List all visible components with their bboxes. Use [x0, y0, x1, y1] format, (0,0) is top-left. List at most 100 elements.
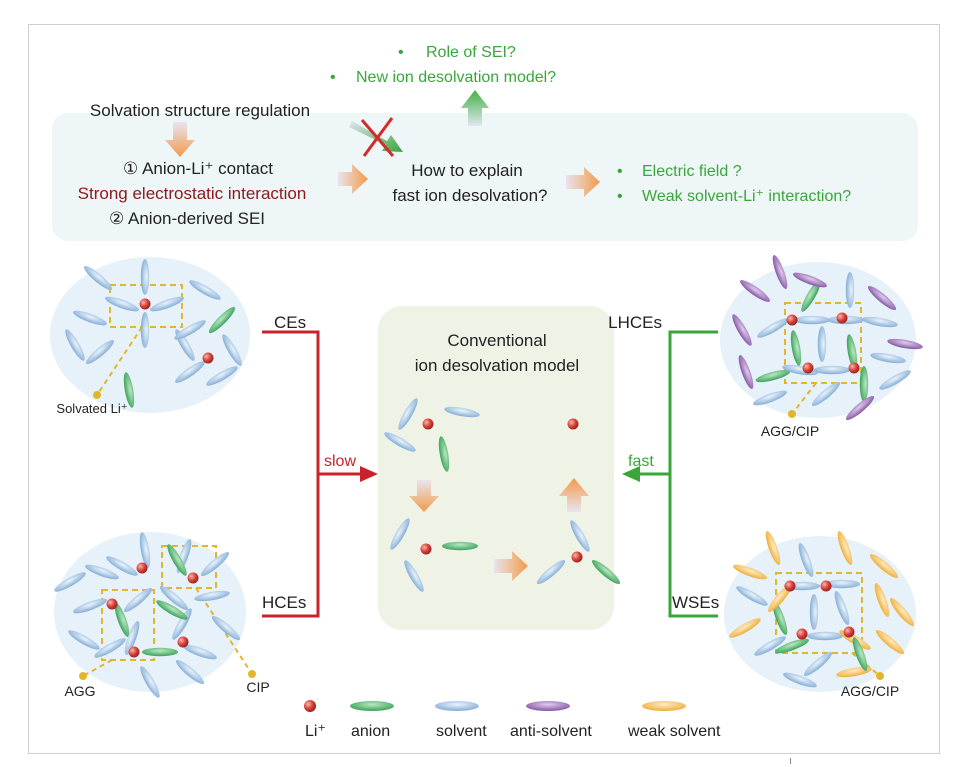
anion-molecule [790, 330, 802, 366]
weak-solvent-molecule [729, 618, 761, 638]
bubble-ces [50, 257, 250, 413]
li-ion [843, 626, 855, 638]
right-arrow-1 [338, 164, 368, 194]
weak-solvent-molecule [836, 666, 872, 678]
down-arrow-regulation [165, 122, 195, 157]
solvent-molecule [206, 366, 238, 386]
weak-solvent-molecule [874, 583, 890, 617]
weak-solvent-molecule [837, 531, 853, 565]
label-cip: CIP [246, 679, 269, 695]
label-fast: fast [628, 453, 654, 470]
solvent-molecule [106, 556, 138, 576]
legend: Li⁺ anion solvent anti-solvent weak solv… [305, 723, 721, 740]
strong-interaction-text: Strong electrostatic interaction [78, 184, 307, 203]
solvent-molecule [783, 672, 817, 688]
solvent-molecule [814, 365, 850, 375]
hypothesis-electric-field: Electric field ? [642, 163, 742, 180]
weak-solvent-molecule [733, 564, 767, 580]
li-ion [422, 418, 434, 430]
solvent-molecule [54, 572, 86, 592]
anion-molecule [846, 334, 858, 370]
solvent-molecule [794, 315, 830, 325]
li-ion [128, 646, 140, 658]
li-ion [571, 551, 583, 563]
explain-line-1: How to explain [411, 161, 523, 180]
anion-molecule [438, 436, 450, 472]
explain-line-2: fast ion desolvation? [393, 186, 548, 205]
label-agg-cip-top: AGG/CIP [761, 423, 819, 439]
antisolvent-molecule [793, 272, 827, 288]
top-panel [52, 113, 918, 241]
model-box [378, 306, 614, 630]
question-role-sei: Role of SEI? [426, 44, 516, 61]
li-ion [786, 314, 798, 326]
solvent-molecule [736, 586, 768, 606]
li-ion [567, 418, 579, 430]
hypothesis-weak-interaction: Weak solvent-Li⁺ interaction? [642, 188, 851, 205]
li-ion [136, 562, 148, 574]
solvent-molecule [879, 370, 911, 390]
cross-line-2 [362, 117, 394, 157]
figure-frame [28, 24, 940, 754]
solvent-molecule [536, 559, 566, 585]
anion-molecule [123, 372, 135, 408]
top-questions: • Role of SEI? • New ion desolvation mod… [330, 44, 556, 86]
solvent-molecule [150, 296, 184, 312]
antisolvent-molecule [738, 355, 754, 389]
anion-molecule [755, 369, 791, 383]
solvent-molecule [811, 381, 841, 407]
bullet-2: • [330, 69, 336, 86]
legend-weak-label: weak solvent [627, 723, 721, 740]
solvent-molecule [68, 630, 100, 650]
anion-molecule [114, 603, 130, 637]
solvent-molecule [172, 608, 192, 640]
solvent-molecule [105, 296, 139, 312]
model-arrow-right [494, 551, 528, 581]
bullet-1: • [398, 44, 404, 61]
solvent-molecule [222, 334, 242, 366]
li-ion [304, 700, 316, 712]
pointer-dots [79, 391, 884, 680]
model-title-1: Conventional [447, 331, 546, 350]
solvent-molecule [754, 636, 786, 656]
solvent-molecule [803, 651, 833, 677]
solvent-molecule [85, 564, 119, 580]
solvent-molecule [817, 326, 827, 362]
solvent-molecule [753, 390, 787, 406]
antisolvent-molecule [732, 314, 752, 346]
solvent-molecule [65, 329, 85, 361]
bubble-wses [724, 536, 916, 692]
solvent-molecule [200, 551, 230, 577]
weak-solvent-molecule [875, 629, 905, 655]
regulation-text: Solvation structure regulation [90, 101, 310, 120]
item-anion-contact: ① Anion-Li⁺ contact [123, 159, 273, 178]
li-ion [784, 580, 796, 592]
solvent-molecule [390, 518, 410, 550]
solvent-molecule [123, 587, 153, 613]
solvent-molecule [85, 339, 115, 365]
solvent-molecule [73, 598, 107, 614]
li-ion [796, 628, 808, 640]
solvent-molecule [140, 259, 150, 295]
question-new-model: New ion desolvation model? [356, 69, 556, 86]
antisolvent-molecule [526, 701, 570, 711]
solvent-molecule [175, 659, 205, 685]
anion-molecule [852, 637, 868, 671]
legend-anion-label: anion [351, 723, 390, 740]
anion-molecule [208, 306, 236, 334]
up-arrow-green [461, 90, 489, 126]
li-ion [187, 572, 199, 584]
li-ion [848, 362, 860, 374]
anion-molecule [156, 600, 188, 620]
li-ion [106, 598, 118, 610]
solvent-molecule [175, 361, 205, 383]
anion-molecule [772, 601, 788, 635]
solvent-molecule [404, 560, 424, 592]
solvent-molecule [398, 398, 418, 430]
bullet-3: • [617, 163, 623, 180]
solvent-molecule [862, 316, 898, 328]
anion-molecule [859, 366, 869, 402]
weak-solvent-molecule [642, 701, 686, 711]
li-ion [820, 580, 832, 592]
